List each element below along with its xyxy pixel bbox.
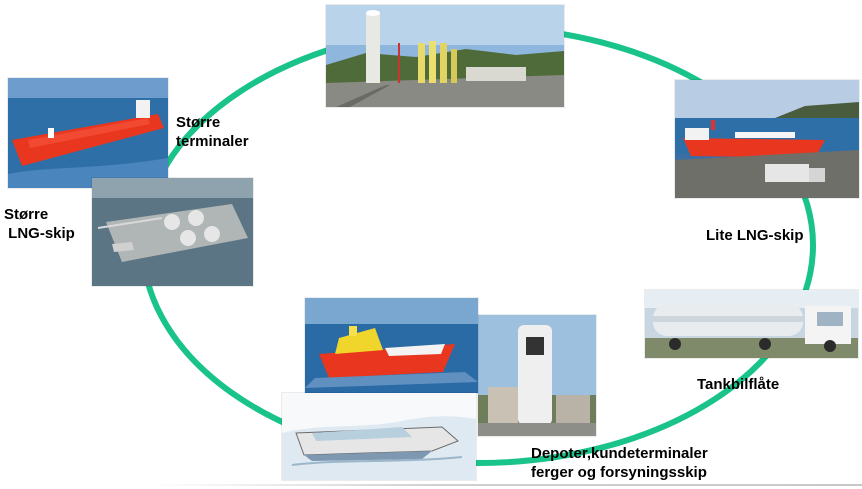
lng-terminal-tanks-photo (326, 5, 564, 107)
truck-fleet-label: Tankbilflåte (697, 376, 780, 393)
tank-truck-photo (645, 290, 858, 358)
depots-label: Depoter,kundeterminaler ferger og forsyn… (531, 445, 708, 481)
ferry-illustration (282, 393, 476, 480)
supply-vessel-photo (305, 298, 478, 393)
large-lng-ships-label: Større LNG-skip (4, 206, 75, 242)
small-lng-ship-photo (675, 80, 859, 198)
depot-silo-photo (478, 315, 596, 436)
footer-rule (150, 484, 862, 486)
large-terminals-label: Større terminaler (176, 114, 249, 150)
large-lng-carrier-photo (8, 78, 168, 188)
small-lng-ship-label: Lite LNG-skip (706, 227, 804, 244)
offshore-terminal-aerial-photo (92, 178, 253, 286)
